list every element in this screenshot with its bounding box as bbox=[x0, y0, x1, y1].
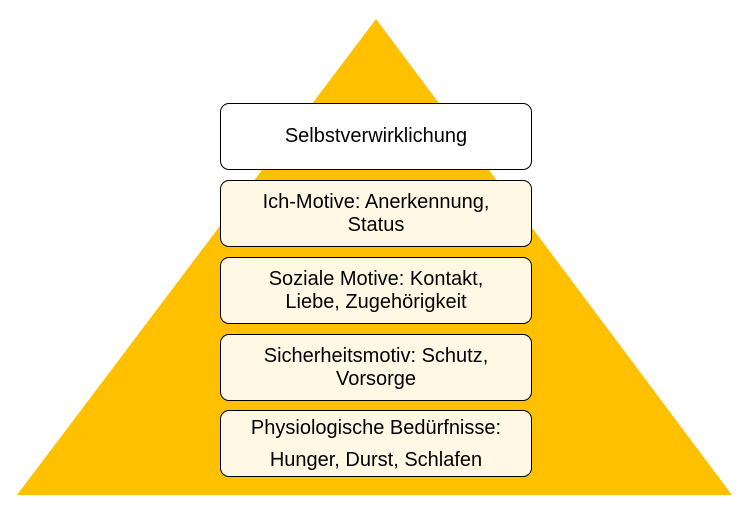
level-text: Selbstverwirklichung bbox=[285, 125, 467, 148]
level-text: Soziale Motive: Kontakt, Liebe, Zugehöri… bbox=[269, 268, 484, 314]
level-text: Sicherheitsmotiv: Schutz, Vorsorge bbox=[264, 345, 489, 391]
level-line: Ich-Motive: Anerkennung, bbox=[262, 190, 490, 213]
level-box-physiological: Physiologische Bedürfnisse: Hunger, Durs… bbox=[220, 410, 532, 477]
level-line: Hunger, Durst, Schlafen bbox=[269, 448, 483, 471]
level-box-self-actualization: Selbstverwirklichung bbox=[220, 103, 532, 170]
level-box-esteem: Ich-Motive: Anerkennung, Status bbox=[220, 180, 532, 247]
level-line: Vorsorge bbox=[335, 367, 417, 390]
level-line: Liebe, Zugehörigkeit bbox=[285, 290, 467, 313]
level-box-social: Soziale Motive: Kontakt, Liebe, Zugehöri… bbox=[220, 257, 532, 324]
level-text: Physiologische Bedürfnisse: Hunger, Durs… bbox=[251, 412, 501, 476]
level-line: Soziale Motive: Kontakt, bbox=[268, 267, 484, 290]
level-line: Status bbox=[347, 213, 405, 236]
level-line: Physiologische Bedürfnisse: bbox=[250, 416, 502, 439]
level-box-safety: Sicherheitsmotiv: Schutz, Vorsorge bbox=[220, 334, 532, 401]
level-line: Selbstverwirklichung bbox=[284, 125, 468, 147]
level-text: Ich-Motive: Anerkennung, Status bbox=[263, 191, 490, 237]
level-line: Sicherheitsmotiv: Schutz, bbox=[263, 344, 489, 367]
